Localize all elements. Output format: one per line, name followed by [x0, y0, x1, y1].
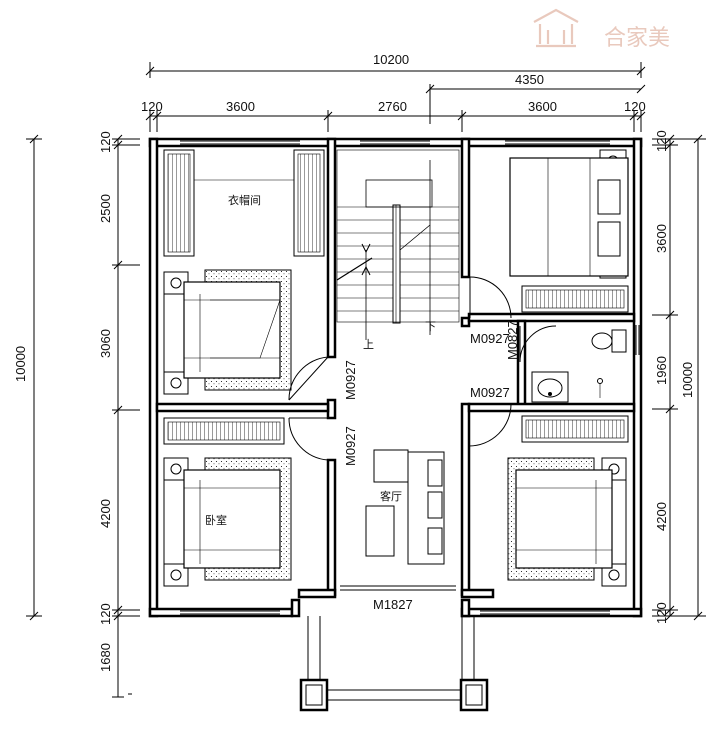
bed-bottom-left [163, 417, 292, 587]
dim-top-right-group: 4350 [515, 72, 544, 87]
windows [180, 140, 640, 615]
door-label-m0927-lower-left: M0927 [343, 426, 358, 466]
dim-right-seg-2: 3600 [654, 224, 669, 253]
door-label-m1827: M1827 [373, 597, 413, 612]
left-dimensions [26, 134, 140, 698]
dim-top-seg-1: 120 [141, 99, 163, 114]
dim-top-seg-5: 120 [624, 99, 646, 114]
dim-left-total: 10000 [13, 346, 28, 382]
dim-right-seg-4: 4200 [654, 502, 669, 531]
washbasin-icon [531, 371, 569, 403]
dim-left-seg-3: 3060 [98, 329, 113, 358]
top-dimensions [145, 62, 646, 132]
floor-drain-icon [597, 378, 603, 398]
room-label-cloakroom: 衣帽间 [228, 193, 261, 207]
dim-right-seg-5: 120 [654, 602, 669, 624]
stair-up-label: 上 [363, 338, 374, 351]
door-label-m0927-upper-right: M0927 [470, 331, 510, 346]
cloakroom-wardrobes [163, 149, 325, 257]
dim-right-seg-1: 120 [654, 130, 669, 152]
dim-right-total: 10000 [680, 362, 695, 398]
door-label-m0827: M0827 [505, 320, 520, 360]
door-label-m0927-upper-left: M0927 [343, 360, 358, 400]
exterior-walls [148, 137, 643, 618]
room-label-living: 客厅 [380, 489, 402, 503]
dim-top-total: 10200 [373, 52, 409, 67]
dim-top-seg-4: 3600 [528, 99, 557, 114]
right-dimensions [652, 134, 706, 621]
dim-top-seg-2: 3600 [226, 99, 255, 114]
living-room-sofa [365, 449, 445, 565]
dim-left-seg-1: 120 [98, 131, 113, 153]
room-label-bedroom: 卧室 [205, 513, 227, 527]
staircase [336, 149, 460, 340]
bed-top-left [163, 269, 292, 395]
dim-top-seg-3: 2760 [378, 99, 407, 114]
door-label-m0927-lower-right: M0927 [470, 385, 510, 400]
dim-left-seg-5: 120 [98, 603, 113, 625]
porch [299, 616, 489, 712]
logo-text: 合家美 [604, 26, 670, 51]
dim-left-seg-6: 1680 [98, 643, 113, 672]
bathroom-fixtures [531, 329, 627, 403]
dim-left-seg-4: 4200 [98, 499, 113, 528]
dim-right-seg-3: 1960 [654, 356, 669, 385]
door-swings [288, 276, 557, 591]
brand-logo: 合家美 [533, 8, 670, 51]
toilet-icon [591, 329, 627, 353]
bed-bottom-right [507, 415, 629, 587]
logo-mark-icon [533, 8, 579, 48]
dim-left-seg-2: 2500 [98, 194, 113, 223]
bed-top-right [509, 149, 629, 313]
stair-arrow-up-icon [361, 243, 371, 276]
stair-down-label: 下 [425, 320, 436, 333]
